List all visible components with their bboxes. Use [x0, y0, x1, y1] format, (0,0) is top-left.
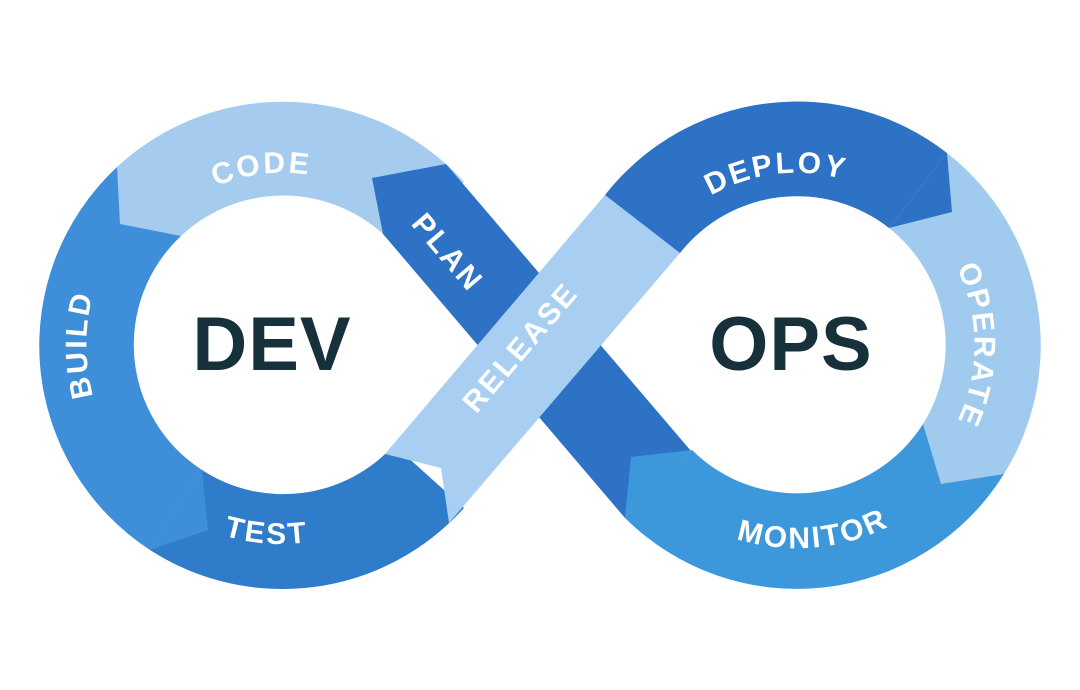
build-arrow-chevron — [150, 470, 208, 550]
segment-build-arc — [39, 167, 202, 550]
loop-shapes — [39, 101, 1041, 590]
build-label-text: BUILD — [60, 288, 97, 402]
ops-label: OPS — [709, 302, 873, 387]
release-ribbon — [385, 195, 680, 523]
segment-monitor-arc — [625, 424, 1004, 589]
operate-arrow-chevron — [923, 424, 1004, 484]
dev-label: DEV — [192, 302, 351, 387]
deploy-arrow-chevron — [889, 153, 952, 228]
code-arrow-chevron — [117, 167, 181, 236]
build-label: BUILD — [60, 288, 100, 402]
segment-test-arc — [150, 445, 464, 590]
segment-deploy-arc — [605, 101, 947, 253]
segment-code-arc — [117, 101, 464, 246]
monitor-arrow-chevron — [625, 450, 692, 518]
segment-operate-arc — [889, 153, 1041, 474]
